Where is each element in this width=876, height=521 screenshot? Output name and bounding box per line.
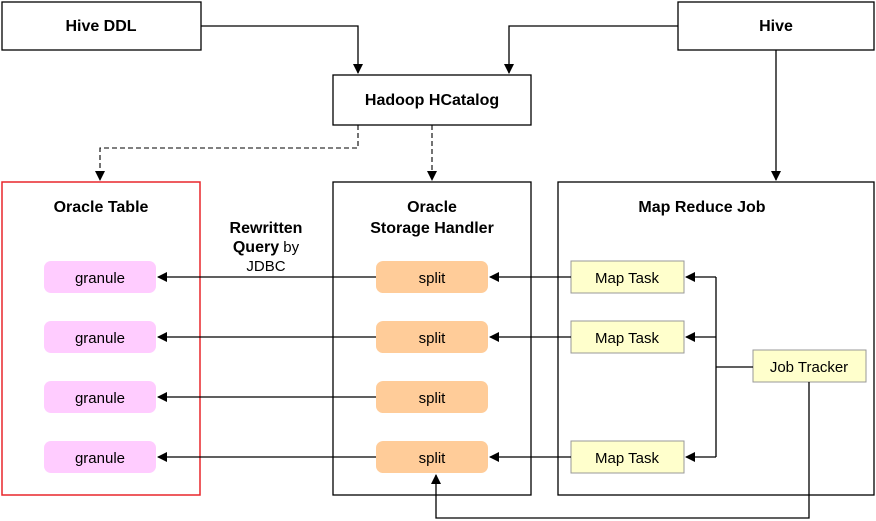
hive-ddl-box: Hive DDL (1, 1, 202, 51)
annotation-line2: Query by (233, 239, 300, 256)
map-reduce-title: Map Reduce Job (638, 199, 765, 216)
map-task-label: Map Task (595, 270, 659, 287)
annotation-line3: JDBC (246, 258, 285, 275)
granule-label: granule (75, 270, 125, 287)
hive-to-hcatalog-arrow (504, 25, 678, 74)
map-task: Map Task (570, 440, 685, 474)
split: split (376, 321, 488, 353)
ddl-to-hcatalog-arrow (201, 25, 363, 74)
jobtracker-to-split-arrow (431, 382, 810, 519)
hive-box: Hive (677, 1, 875, 51)
split: split (376, 261, 488, 293)
hcatalog-to-oracle-table-dashed (95, 125, 359, 181)
map-task: Map Task (570, 320, 685, 354)
granule: granule (44, 381, 156, 413)
rewritten-query-annotation: Rewritten Query by JDBC (230, 220, 303, 275)
map-task: Map Task (570, 260, 685, 294)
job-tracker: Job Tracker (752, 349, 867, 383)
annotation-line1: Rewritten (230, 220, 303, 237)
granule: granule (44, 321, 156, 353)
granule-label: granule (75, 450, 125, 467)
split-label: split (419, 450, 447, 467)
granule: granule (44, 441, 156, 473)
job-tracker-bus (715, 277, 753, 457)
map-task-label: Map Task (595, 450, 659, 467)
hcatalog-box: Hadoop HCatalog (332, 74, 532, 126)
storage-handler-title-line1: Oracle (407, 199, 457, 216)
split: split (376, 441, 488, 473)
map-task-label: Map Task (595, 330, 659, 347)
hive-ddl-label: Hive DDL (65, 18, 136, 35)
split-label: split (419, 390, 447, 407)
split: split (376, 381, 488, 413)
granule-label: granule (75, 330, 125, 347)
hive-label: Hive (759, 18, 793, 35)
job-tracker-label: Job Tracker (770, 359, 848, 376)
split-label: split (419, 270, 447, 287)
granule-label: granule (75, 390, 125, 407)
hcatalog-label: Hadoop HCatalog (365, 92, 499, 109)
oracle-table-title: Oracle Table (54, 199, 149, 216)
granule: granule (44, 261, 156, 293)
split-label: split (419, 330, 447, 347)
storage-handler-title-line2: Storage Handler (370, 220, 494, 237)
